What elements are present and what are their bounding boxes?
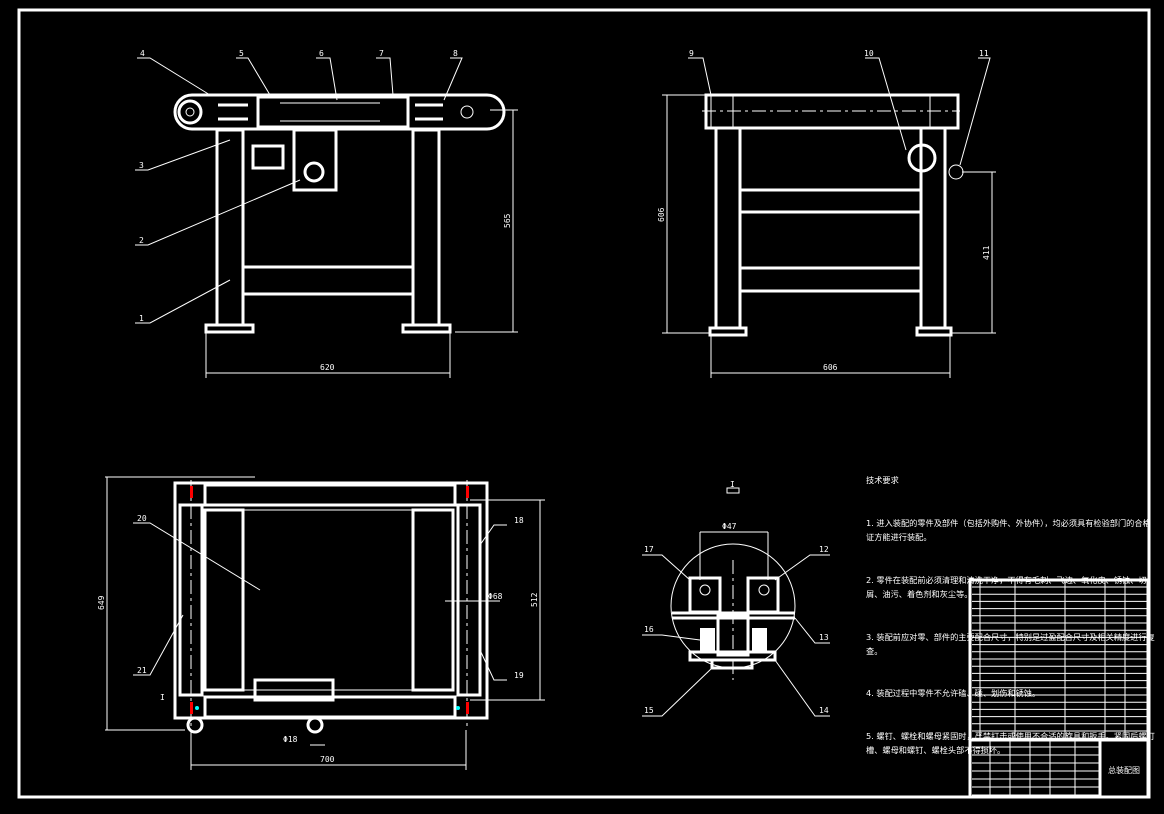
part-label-5: 5 xyxy=(239,49,244,58)
right-foot xyxy=(401,323,452,334)
dim-top-width: 700 xyxy=(320,755,335,764)
drive-roller-icon xyxy=(177,99,203,125)
requirement-item: 5. 螺钉、螺栓和螺母紧固时，严禁打击或使用不合适的旋具和扳手。紧固后螺钉槽、螺… xyxy=(866,731,1155,756)
side-left-leg xyxy=(714,126,742,330)
part-label-17: 17 xyxy=(644,545,654,554)
right-leg xyxy=(411,128,441,327)
motor-side-icon xyxy=(907,143,937,173)
motor-icon xyxy=(251,144,285,170)
part-label-2: 2 xyxy=(139,236,144,245)
requirement-item: 4. 装配过程中零件不允许磕、碰、划伤和锈蚀。 xyxy=(866,688,1041,699)
left-foot xyxy=(204,323,255,334)
tension-roller-icon xyxy=(460,105,474,119)
part-label-7: 7 xyxy=(379,49,384,58)
part-label-10: 10 xyxy=(864,49,874,58)
crossbar xyxy=(241,265,415,296)
top-view xyxy=(105,476,545,770)
side-right-leg xyxy=(919,126,947,330)
title-block xyxy=(968,578,1150,799)
bearing-icon xyxy=(758,584,770,596)
dim-front-height: 565 xyxy=(503,213,512,228)
dim-top-length: 649 xyxy=(97,595,106,610)
part-label-15: 15 xyxy=(644,706,654,715)
technical-requirements: 技术要求 1. 进入装配的零件及部件（包括外购件、外协件），均必须具有检验部门的… xyxy=(866,445,1156,772)
drive-unit-top xyxy=(253,678,335,702)
dim-top-inner: 512 xyxy=(530,592,539,607)
part-label-1: 1 xyxy=(139,314,144,323)
dim-bore: Φ47 xyxy=(722,522,737,531)
requirement-item: 1. 进入装配的零件及部件（包括外购件、外协件），均必须具有检验部门的合格证方能… xyxy=(866,518,1151,543)
side-view xyxy=(662,57,996,378)
section-mark: I xyxy=(160,693,165,702)
front-view xyxy=(135,57,518,378)
left-leg xyxy=(215,128,245,327)
part-label-14: 14 xyxy=(819,706,829,715)
reducer-box xyxy=(292,128,338,192)
dim-roller-dia: Φ68 xyxy=(488,592,503,601)
part-label-6: 6 xyxy=(319,49,324,58)
requirement-item: 3. 装配前应对零、部件的主要配合尺寸，特别是过盈配合尺寸及相关精度进行复查。 xyxy=(866,631,1155,656)
dim-front-width: 620 xyxy=(320,363,335,372)
dim-side-height: 606 xyxy=(657,207,666,222)
dim-shaft-dia: Φ18 xyxy=(283,735,298,744)
part-label-8: 8 xyxy=(453,49,458,58)
conveyor-belt-body xyxy=(173,93,506,131)
sheet-border xyxy=(17,8,1151,799)
part-label-20: 20 xyxy=(137,514,147,523)
dim-drive-height: 411 xyxy=(982,245,991,260)
sprocket-icon xyxy=(948,164,964,180)
part-label-18: 18 xyxy=(514,516,524,525)
frame-outline xyxy=(173,481,489,720)
requirements-title: 技术要求 xyxy=(866,475,899,486)
part-label-3: 3 xyxy=(139,161,144,170)
part-label-11: 11 xyxy=(979,49,989,58)
drawing-title: 总装配图 xyxy=(1108,765,1140,775)
part-label-13: 13 xyxy=(819,633,829,642)
bearing-icon xyxy=(699,584,711,596)
part-label-16: 16 xyxy=(644,625,654,634)
dim-side-width: 606 xyxy=(823,363,838,372)
part-label-9: 9 xyxy=(689,49,694,58)
right-roller xyxy=(456,503,482,697)
belt-frame xyxy=(256,95,410,129)
part-label-12: 12 xyxy=(819,545,829,554)
part-label-4: 4 xyxy=(140,49,145,58)
requirement-item: 2. 零件在装配前必须清理和清洗干净，不得有毛刺、飞边、氧化皮、锈蚀、切屑、油污… xyxy=(866,574,1147,600)
part-label-21: 21 xyxy=(137,666,147,675)
part-label-19: 19 xyxy=(514,671,524,680)
detail-view-label: I xyxy=(730,480,735,489)
gear-icon xyxy=(303,161,325,183)
detail-view-I xyxy=(642,487,830,717)
